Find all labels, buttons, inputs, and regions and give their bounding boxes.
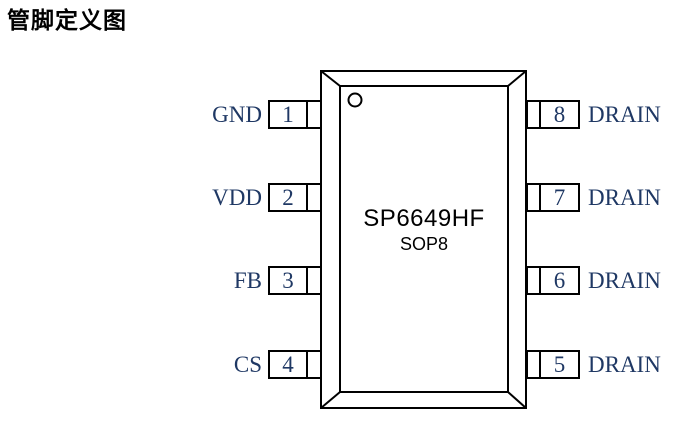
chip-name: SP6649HF (363, 205, 485, 232)
pin-number: 1 (270, 102, 308, 127)
pin-number: 8 (553, 101, 566, 127)
pin-number: 3 (270, 268, 308, 293)
pin-row-3: FB 3 (234, 266, 322, 295)
chip-package-drawing (320, 70, 527, 409)
pin-box: 5 (526, 350, 580, 379)
pin-label: DRAIN (588, 102, 661, 127)
pin-row-5: 5 DRAIN (526, 350, 661, 379)
pin-row-8: 8 DRAIN (526, 100, 661, 129)
pin-stub (528, 268, 541, 293)
pin1-marker-circle (347, 92, 363, 108)
pin-row-6: 6 DRAIN (526, 266, 661, 295)
pin-stub (528, 102, 541, 127)
pin-box: 1 (268, 100, 322, 129)
chip-outer-outline (320, 70, 527, 409)
pin-number: 6 (553, 267, 566, 293)
pin-stub (528, 185, 541, 210)
pin-stub (308, 268, 320, 293)
corner-bevel-top-left (320, 70, 341, 87)
chip-text-block: SP6649HF SOP8 (340, 205, 508, 255)
pin-stub (308, 352, 320, 377)
pin-box: 2 (268, 183, 322, 212)
pin-label: DRAIN (588, 268, 661, 293)
pin-stub (308, 102, 320, 127)
corner-bevel-bottom-left (320, 391, 341, 409)
pin-box: 8 (526, 100, 580, 129)
pin-row-4: CS 4 (234, 350, 322, 379)
pin-stub (308, 185, 320, 210)
pin-box: 6 (526, 266, 580, 295)
pin-label: VDD (212, 185, 262, 210)
corner-bevel-top-right (507, 70, 527, 87)
pin-label: DRAIN (588, 352, 661, 377)
pin-number: 5 (553, 351, 566, 377)
page-title: 管脚定义图 (7, 8, 127, 33)
pin-row-7: 7 DRAIN (526, 183, 661, 212)
pin-number: 7 (553, 184, 566, 210)
corner-bevel-bottom-right (507, 391, 527, 409)
pin-label: FB (233, 268, 262, 293)
pin-label: DRAIN (588, 185, 661, 210)
pin-stub (528, 352, 541, 377)
pin-label: GND (212, 102, 262, 127)
pin-box: 4 (268, 350, 322, 379)
pin-box: 7 (526, 183, 580, 212)
pin-box: 3 (268, 266, 322, 295)
pin-row-1: GND 1 (212, 100, 322, 129)
chip-inner-outline (339, 85, 509, 393)
pin-row-2: VDD 2 (212, 183, 322, 212)
chip-package: SOP8 (399, 234, 449, 254)
pin-number: 4 (270, 352, 308, 377)
pin-number: 2 (270, 185, 308, 210)
pin-label: CS (233, 352, 262, 377)
